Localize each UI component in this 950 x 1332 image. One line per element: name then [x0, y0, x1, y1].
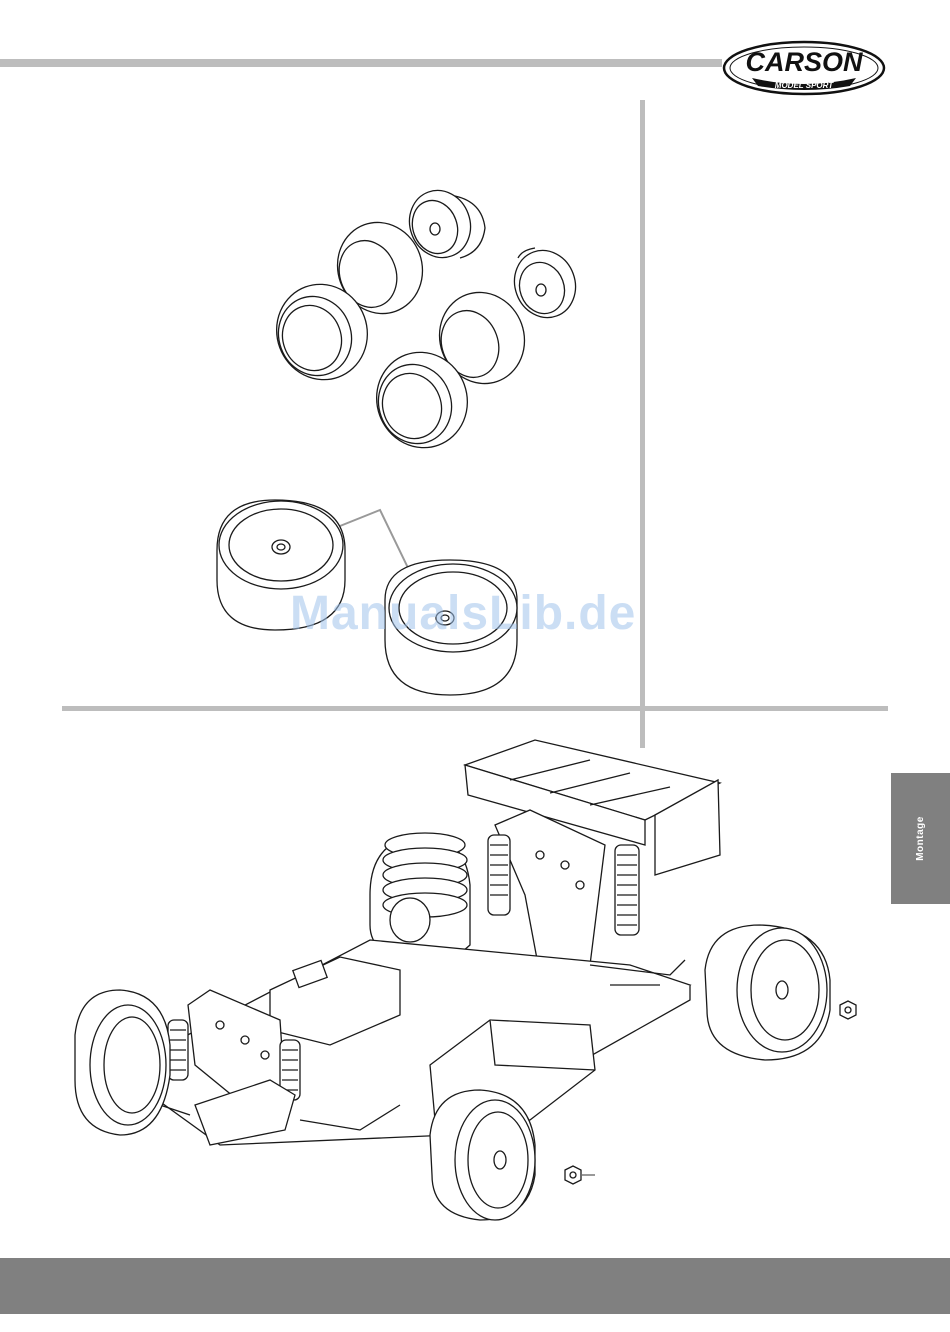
buggy-chassis-illustration — [70, 735, 870, 1225]
wheel-rear-right-drawing — [705, 925, 830, 1060]
section-tab-montage[interactable]: Montage — [891, 773, 950, 904]
logo-tagline: MODEL SPORT — [775, 81, 834, 90]
rear-shock-right-drawing — [615, 845, 639, 935]
carson-logo: CARSON MODEL SPORT — [722, 40, 887, 96]
carson-logo-emblem: CARSON MODEL SPORT — [722, 40, 887, 96]
wing-mount-drawing — [495, 810, 605, 975]
footer-bar — [0, 1258, 950, 1314]
leader-line — [340, 510, 410, 572]
rear-shock-left-drawing — [488, 835, 510, 915]
wheel-front-right-drawing — [430, 1090, 535, 1220]
wheel-front-left-drawing — [75, 990, 170, 1135]
section-tab-label: Montage — [915, 816, 926, 861]
header-rule — [0, 59, 722, 67]
column-divider — [640, 100, 645, 748]
watermark: ManualsLib.de — [290, 586, 636, 641]
wheel-nut-rear-drawing — [840, 1001, 856, 1019]
tire-assembly-exploded-illustration — [260, 180, 600, 470]
logo-brand: CARSON — [745, 47, 863, 77]
wheel-nut-front-drawing — [565, 1166, 595, 1184]
